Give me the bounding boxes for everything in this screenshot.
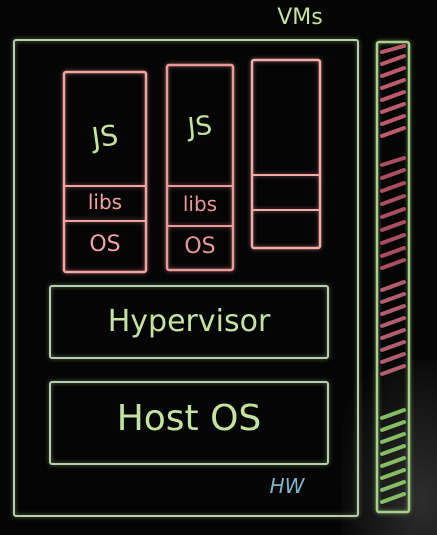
hw-label: HW: [269, 474, 305, 498]
resource-bar-vm-fill-3: [380, 280, 406, 376]
hypervisor-label: Hypervisor: [107, 304, 271, 339]
vm1-os-label: OS: [89, 232, 121, 257]
vm2-os-label: OS: [184, 234, 216, 259]
vm-3: [250, 58, 322, 250]
resource-bar-vm-fill-2: [380, 156, 406, 270]
vm-1: [62, 70, 148, 274]
vm1-libs-label: libs: [87, 190, 123, 214]
host-os-label: Host OS: [116, 398, 262, 439]
vms-label: VMs: [277, 5, 323, 30]
vm-2: [165, 63, 235, 272]
vm2-libs-label: libs: [182, 192, 218, 216]
host-os-box: [49, 381, 329, 465]
resource-bar-vm-fill-1: [380, 44, 406, 138]
resource-bar: [375, 40, 411, 514]
resource-bar-host-fill: [380, 408, 406, 504]
hardware-frame: [13, 39, 359, 517]
hypervisor-box: [49, 285, 329, 359]
